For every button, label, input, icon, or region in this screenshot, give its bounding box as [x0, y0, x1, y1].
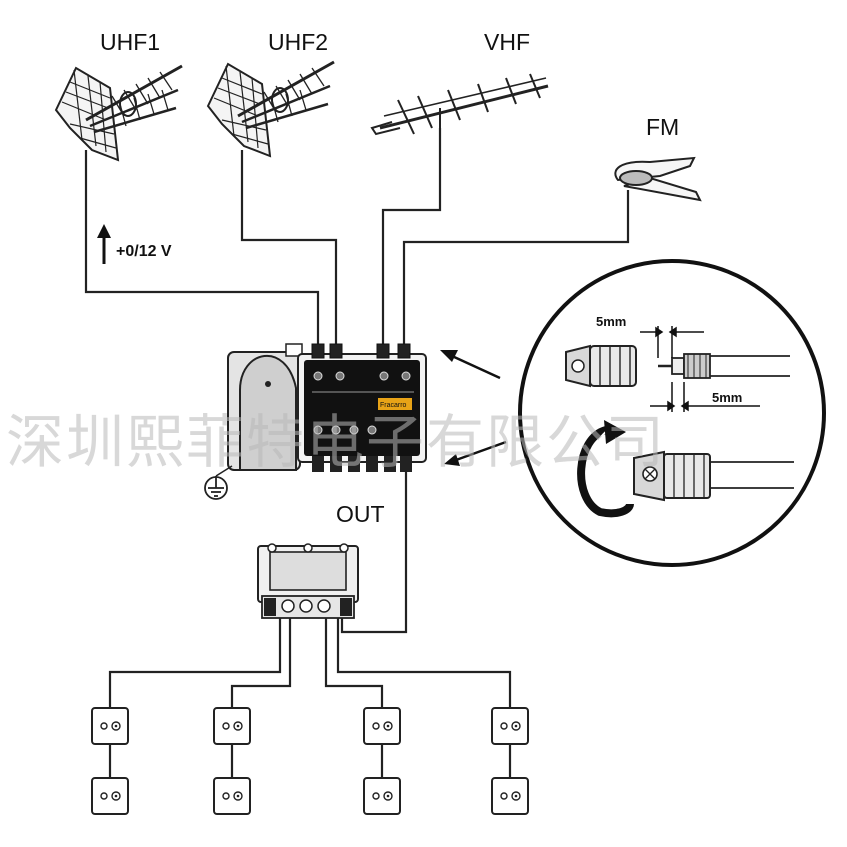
ground-icon	[204, 465, 233, 500]
wall-socket-icon	[491, 777, 529, 815]
uhf2-antenna-icon	[206, 60, 335, 158]
coax-cable-end	[658, 353, 790, 379]
wall-socket-icon	[363, 777, 401, 815]
up-arrow-icon	[97, 224, 111, 264]
dimension-top-label: 5mm	[596, 314, 626, 329]
wall-socket-icon	[213, 777, 251, 815]
pointer-arrows	[440, 350, 507, 466]
output-cables	[108, 472, 512, 778]
assembled-connector-icon	[633, 450, 794, 502]
watermark: 深圳熙菲特电子有限公司	[6, 408, 666, 476]
fm-label: FM	[646, 114, 679, 140]
voltage-label: +0/12 V	[116, 243, 172, 260]
wall-socket-icon	[363, 707, 401, 745]
wall-socket-icon	[213, 707, 251, 745]
dimension-bottom-label: 5mm	[712, 390, 742, 405]
uhf1-label: UHF1	[100, 29, 160, 55]
amplifier-unit: Fracarro	[227, 343, 427, 472]
twist-arrow-icon	[577, 420, 634, 518]
vhf-label: VHF	[484, 29, 530, 55]
uhf2-label: UHF2	[268, 29, 328, 55]
wall-socket-icon	[491, 707, 529, 745]
wall-socket-icon	[91, 707, 129, 745]
wall-socket-icon	[91, 777, 129, 815]
splitter-unit	[257, 543, 359, 619]
wall-outlets	[91, 707, 529, 815]
brand-badge: Fracarro	[380, 402, 407, 409]
uhf1-antenna-icon	[54, 64, 183, 162]
connector-detail-circle: 5mm 5mm	[518, 259, 826, 567]
vhf-antenna-icon	[370, 73, 549, 136]
f-connector-icon	[565, 344, 637, 388]
input-cables	[84, 128, 630, 346]
fm-antenna-icon	[614, 156, 702, 202]
out-label: OUT	[336, 501, 385, 527]
